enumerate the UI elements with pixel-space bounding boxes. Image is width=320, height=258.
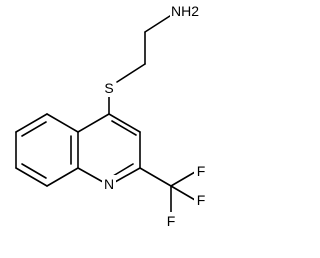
bond-cf3-f1 bbox=[170, 171, 196, 187]
bond-c4-c3-inner bbox=[111, 120, 137, 136]
label-bg-nh2 bbox=[170, 3, 200, 21]
atom-label-s: S bbox=[104, 80, 113, 96]
bond-c4a-c4 bbox=[77, 113, 110, 133]
label-bg-s bbox=[102, 79, 116, 97]
bond-c2-n1 bbox=[114, 167, 141, 183]
bond-c4a-c5 bbox=[46, 113, 79, 133]
bonds bbox=[15, 13, 196, 213]
bond-c7-c8 bbox=[15, 167, 48, 187]
bond-c2-n1-inner bbox=[112, 163, 134, 177]
atom-label-f2: F bbox=[197, 192, 206, 208]
bond-n1-c8a bbox=[77, 167, 104, 183]
bond-c2-cf3 bbox=[139, 167, 172, 187]
atom-label-nh2: NH2 bbox=[171, 3, 199, 19]
label-bg-n bbox=[102, 175, 116, 192]
bond-c5-c6-inner bbox=[21, 121, 47, 137]
label-bg-f3 bbox=[164, 212, 178, 229]
atom-label-f3: F bbox=[167, 213, 176, 229]
bond-cf3-f2 bbox=[170, 185, 196, 201]
label-bg-f2 bbox=[194, 192, 208, 209]
bond-c8-c8a bbox=[46, 167, 79, 187]
atom-label-f1: F bbox=[197, 163, 206, 179]
atom-label-n: N bbox=[104, 176, 114, 192]
bond-c7-c8-inner bbox=[21, 163, 47, 179]
bond-c1-n bbox=[144, 13, 174, 33]
bond-c5-c6 bbox=[15, 113, 48, 133]
label-bg-f1 bbox=[194, 163, 208, 180]
chemical-structure: NH2 S N F F F bbox=[15, 3, 208, 229]
atom-labels: NH2 S N F F F bbox=[102, 3, 208, 229]
bond-c2-s bbox=[116, 63, 146, 83]
bond-c4-c3 bbox=[108, 113, 141, 133]
